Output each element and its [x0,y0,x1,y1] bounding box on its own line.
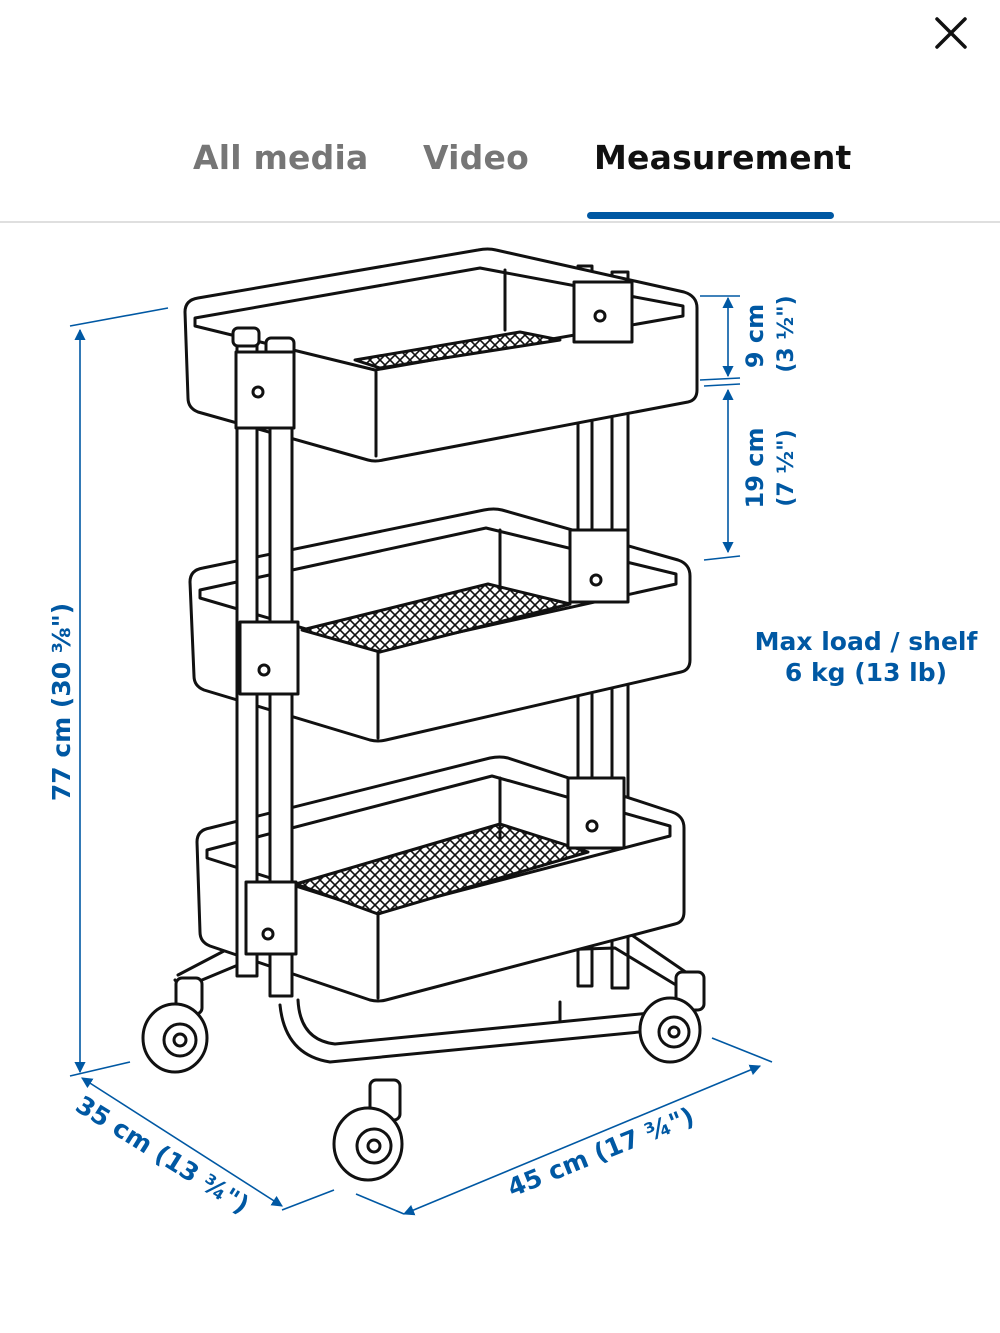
depth-dimension-line [81,1077,283,1207]
shelf-depth-extension-bottom [699,377,741,381]
close-button[interactable] [926,8,976,58]
width-dimension-line [402,1064,762,1216]
width-label: 45 cm (17 ¾") [503,1102,698,1203]
shelf-depth-cm-label: 9 cm [741,304,769,368]
active-tab-indicator [587,212,834,219]
caster-right [638,970,706,1064]
close-icon [935,17,967,49]
tab-video[interactable]: Video [423,138,529,177]
shelf-gap-extension-bottom [703,555,741,561]
tabs-divider [0,221,1000,223]
max-load-label: Max load / shelf [755,627,979,656]
max-load-value: 6 kg (13 lb) [785,658,947,687]
caster-front-center [332,1078,404,1182]
utility-cart-illustration [141,247,706,1182]
depth-label: 35 cm (13 ¾") [71,1090,255,1220]
shelf-depth-in-label: (3 ½") [774,295,799,372]
height-label: 77 cm (30 ⅜") [47,603,76,801]
front-posts [231,280,634,998]
caster-wheels [141,970,706,1182]
tab-all-media[interactable]: All media [193,138,369,177]
width-extension-right [711,1037,773,1063]
top-shelf [183,247,699,463]
tab-measurement[interactable]: Measurement [594,138,852,177]
depth-extension [281,1189,335,1211]
bottom-shelf [195,755,686,1003]
middle-shelf [188,507,692,743]
shelf-gap-in-label: (7 ½") [774,429,799,506]
shelf-gap-extension-top [703,383,741,387]
height-extension-bottom [69,1061,131,1077]
height-extension-top [69,307,169,327]
dimension-lines [69,295,773,1216]
width-extension-left [355,1193,405,1215]
shelf-gap-cm-label: 19 cm [741,428,769,509]
measurement-diagram: 77 cm (30 ⅜") 35 cm (13 ¾") 45 cm (17 ¾"… [47,247,979,1220]
caster-front-left [141,976,209,1074]
media-tabs: All media Video Measurement [0,120,1000,222]
